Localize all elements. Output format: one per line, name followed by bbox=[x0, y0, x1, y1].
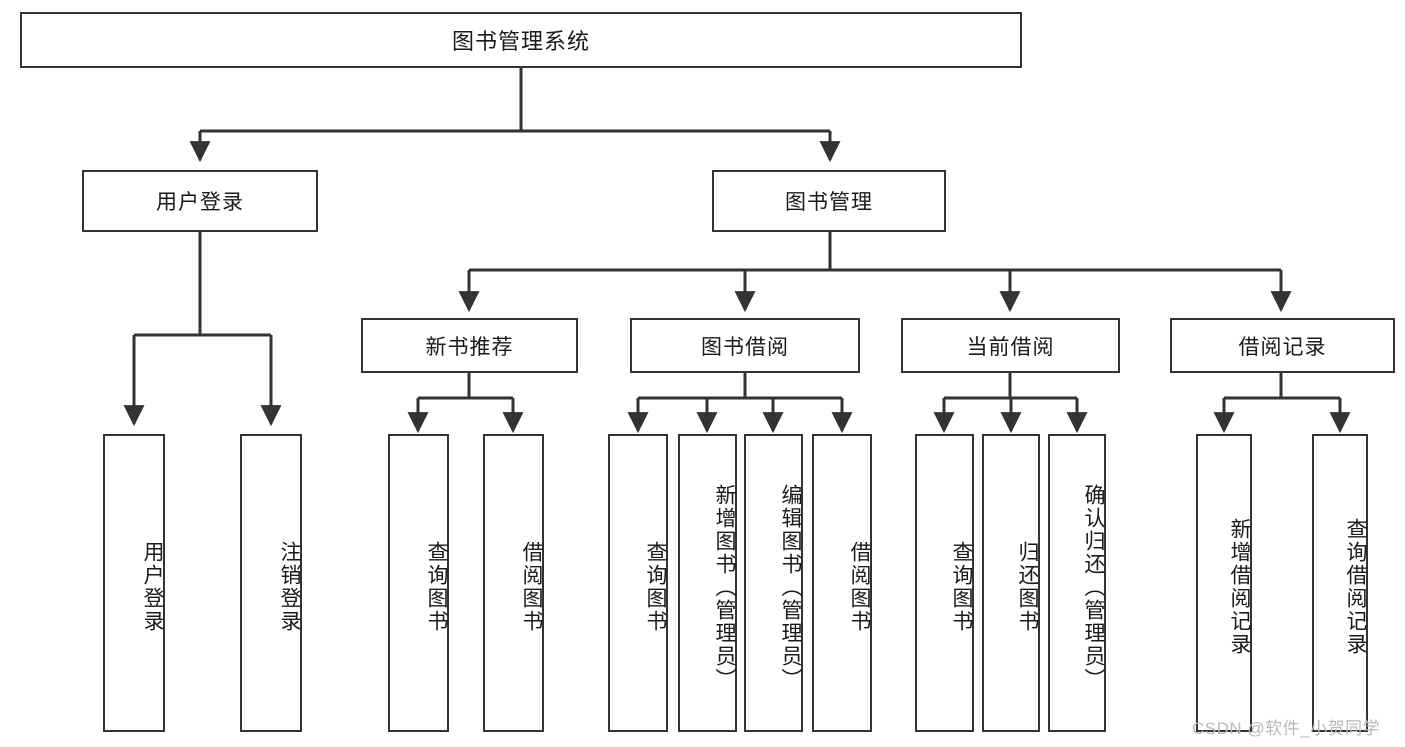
node-leaf-add-record[interactable]: 新增借阅记录 bbox=[1196, 434, 1252, 732]
node-user-login[interactable]: 用户登录 bbox=[82, 170, 318, 232]
node-leaf-return-book[interactable]: 归还图书 bbox=[982, 434, 1040, 732]
node-current-borrow-label: 当前借阅 bbox=[966, 335, 1055, 359]
node-leaf-borrow-book-1[interactable]: 借阅图书 bbox=[483, 434, 544, 732]
node-book-manage[interactable]: 图书管理 bbox=[712, 170, 946, 232]
node-leaf-query-record-label: 查询借阅记录 bbox=[1344, 518, 1367, 656]
node-book-borrow[interactable]: 图书借阅 bbox=[630, 318, 860, 373]
node-leaf-borrow-book-2[interactable]: 借阅图书 bbox=[812, 434, 872, 732]
node-leaf-query-book-2-label: 查询图书 bbox=[644, 541, 667, 633]
node-leaf-query-book-3[interactable]: 查询图书 bbox=[915, 434, 974, 732]
node-book-borrow-label: 图书借阅 bbox=[701, 335, 789, 359]
node-leaf-query-book-2[interactable]: 查询图书 bbox=[608, 434, 668, 732]
node-leaf-return-book-label: 归还图书 bbox=[1016, 541, 1039, 633]
node-borrow-record[interactable]: 借阅记录 bbox=[1170, 318, 1395, 373]
node-leaf-user-login[interactable]: 用户登录 bbox=[103, 434, 165, 732]
node-leaf-query-record[interactable]: 查询借阅记录 bbox=[1312, 434, 1368, 732]
node-root[interactable]: 图书管理系统 bbox=[20, 12, 1022, 68]
node-user-login-label: 用户登录 bbox=[156, 191, 244, 214]
node-book-manage-label: 图书管理 bbox=[785, 191, 873, 214]
node-new-book-recommend-label: 新书推荐 bbox=[425, 335, 514, 359]
node-leaf-user-logout[interactable]: 注销登录 bbox=[240, 434, 302, 732]
node-leaf-user-logout-label: 注销登录 bbox=[278, 541, 301, 633]
node-leaf-user-login-label: 用户登录 bbox=[141, 541, 164, 633]
node-leaf-query-book-3-label: 查询图书 bbox=[950, 541, 973, 633]
node-leaf-add-record-label: 新增借阅记录 bbox=[1228, 518, 1251, 656]
node-leaf-confirm-return-label: 确认归还（管理员） bbox=[1082, 483, 1105, 691]
csdn-watermark: CSDN @软件_小贺同学 bbox=[1192, 719, 1381, 738]
node-leaf-add-book-label: 新增图书（管理员） bbox=[713, 483, 736, 691]
node-new-book-recommend[interactable]: 新书推荐 bbox=[361, 318, 578, 373]
node-leaf-query-book-1-label: 查询图书 bbox=[425, 541, 448, 633]
node-root-label: 图书管理系统 bbox=[451, 29, 590, 54]
node-borrow-record-label: 借阅记录 bbox=[1238, 335, 1327, 359]
node-leaf-borrow-book-1-label: 借阅图书 bbox=[520, 541, 543, 633]
node-leaf-query-book-1[interactable]: 查询图书 bbox=[388, 434, 449, 732]
node-current-borrow[interactable]: 当前借阅 bbox=[901, 318, 1120, 373]
node-leaf-edit-book-label: 编辑图书（管理员） bbox=[779, 483, 802, 691]
node-leaf-borrow-book-2-label: 借阅图书 bbox=[848, 541, 871, 633]
node-leaf-add-book[interactable]: 新增图书（管理员） bbox=[678, 434, 737, 732]
node-leaf-confirm-return[interactable]: 确认归还（管理员） bbox=[1048, 434, 1106, 732]
node-leaf-edit-book[interactable]: 编辑图书（管理员） bbox=[744, 434, 803, 732]
